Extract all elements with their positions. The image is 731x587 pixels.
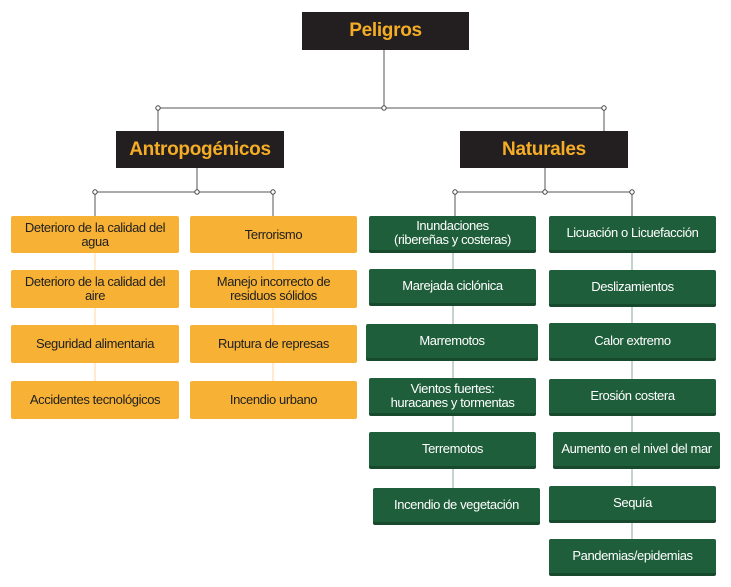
hazard-node-marremotos: Marremotos — [366, 324, 538, 361]
hazard-node-terremotos: Terremotos — [369, 432, 536, 469]
hazard-node-pandemias: Pandemias/epidemias — [549, 539, 716, 576]
hazard-node-calidad-agua: Deterioro de la calidad del agua — [11, 216, 179, 253]
hazard-node-deslizamientos: Deslizamientos — [549, 270, 716, 307]
hazard-node-incendio-vegetacion: Incendio de vegetación — [373, 488, 540, 525]
hazard-node-marejada-ciclonica: Marejada ciclónica — [369, 269, 536, 306]
hazard-node-vientos-fuertes: Vientos fuertes: huracanes y tormentas — [369, 378, 536, 416]
hazard-node-incendio-urbano: Incendio urbano — [190, 381, 357, 419]
hazard-node-licuacion: Licuación o Licuefacción — [549, 216, 716, 253]
hazard-node-calor-extremo: Calor extremo — [549, 323, 716, 361]
category-node-naturales: Naturales — [460, 131, 628, 168]
root-node-peligros: Peligros — [302, 12, 469, 50]
hazard-node-ruptura-represas: Ruptura de represas — [190, 325, 357, 363]
hazard-node-sequia: Sequía — [549, 486, 716, 523]
hazard-node-calidad-aire: Deterioro de la calidad del aire — [11, 270, 179, 308]
hazard-node-seguridad-alimentaria: Seguridad alimentaria — [11, 325, 179, 363]
hazard-node-terrorismo: Terrorismo — [190, 216, 357, 253]
hazard-node-accidentes-tecnologicos: Accidentes tecnológicos — [11, 381, 179, 419]
hazard-node-nivel-del-mar: Aumento en el nivel del mar — [553, 432, 720, 469]
hazard-node-erosion-costera: Erosión costera — [549, 379, 716, 416]
category-node-antropogenicos: Antropogénicos — [116, 131, 284, 168]
hazard-node-inundaciones: Inundaciones (ribereñas y costeras) — [369, 216, 536, 253]
hazard-node-residuos-solidos: Manejo incorrecto de residuos sólidos — [190, 270, 357, 308]
